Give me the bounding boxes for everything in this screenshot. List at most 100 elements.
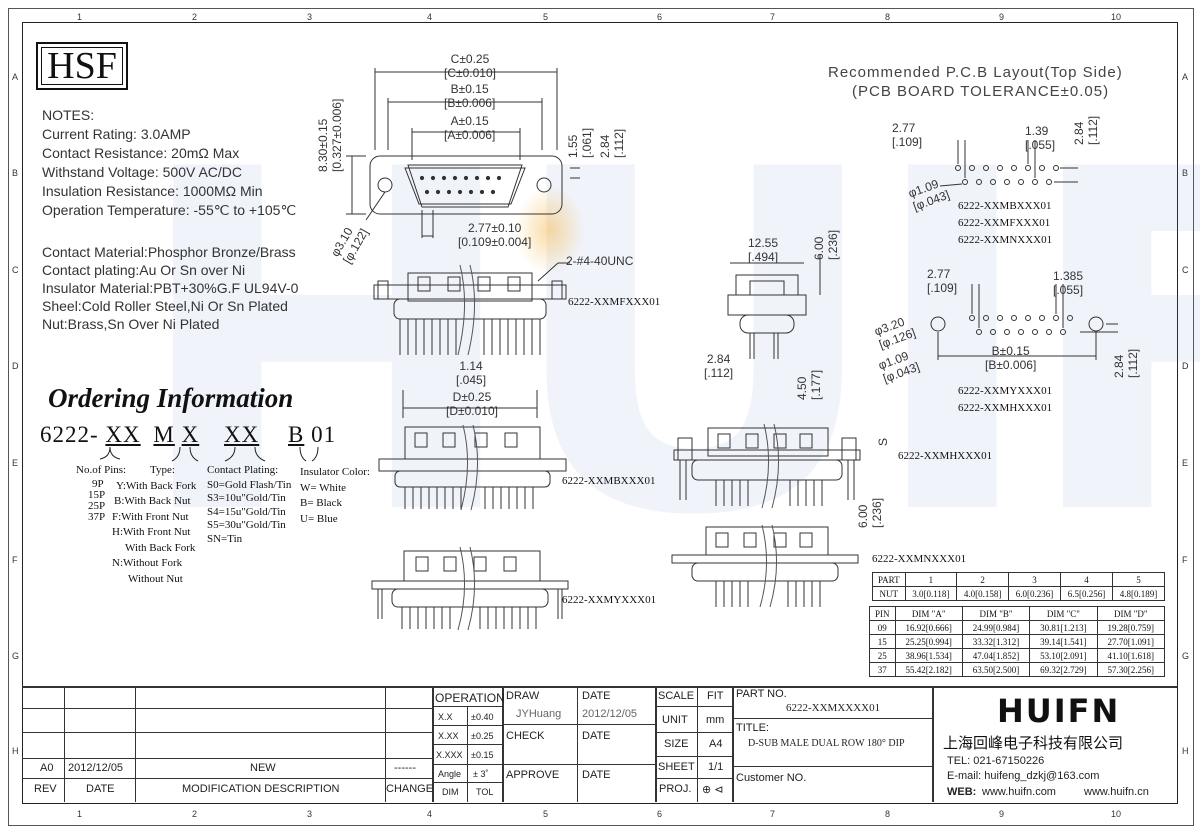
pin-cell: DIM "A" <box>894 606 963 621</box>
dim-a-mm: A±0.15 <box>450 114 489 128</box>
pin-cell: 25.25[0.994] <box>894 634 963 649</box>
pcb-277-in: [.109] <box>892 135 923 149</box>
nut-cell: 1 <box>904 572 958 587</box>
pin-option: 15P <box>88 488 106 501</box>
dim-284-in: [.112] <box>612 128 626 158</box>
dim-155: 1.55[.061] <box>566 128 594 158</box>
type-option: H:With Front Nut <box>112 526 191 538</box>
col-label: 1 <box>77 809 83 819</box>
orange-glow-mark <box>515 185 585 275</box>
pins-title: No.of Pins: <box>76 464 127 476</box>
dim-277-in: [0.109±0.004] <box>458 235 532 249</box>
nut-cell: PART <box>872 572 906 587</box>
pin-cell: 09 <box>869 620 896 635</box>
part-label-y: 6222-XXMYXXX01 <box>562 594 657 606</box>
side-view-h <box>673 423 861 509</box>
dim-d-mm: D±0.25 <box>452 390 492 404</box>
dim-277: 2.77±0.10[0.109±0.004] <box>458 221 531 249</box>
pcb-284: 2.84[.112] <box>1072 116 1100 145</box>
approve-label: APPROVE <box>506 769 560 781</box>
dim-600b: 6.00[.236] <box>856 498 884 528</box>
scale-label: SCALE <box>658 690 695 702</box>
tol-x-val: ±0.40 <box>471 712 494 722</box>
note-line: Insulation Resistance: 1000MΩ Min <box>42 183 263 199</box>
pcb2-284-mm: 2.84 <box>1112 354 1126 378</box>
pcb-list-1: 6222-XXMBXXX01 6222-XXMFXXX01 6222-XXMNX… <box>958 198 1052 249</box>
dim-450-in: [.177] <box>809 369 823 400</box>
col-label: 2 <box>192 809 198 819</box>
tol-xx-val: ±0.25 <box>471 731 494 741</box>
dim-155-in: [.061] <box>580 127 594 158</box>
dim-a-in: [A±0.006] <box>444 128 496 142</box>
pcb-subtitle: (PCB BOARD TOLERANCE±0.05) <box>852 83 1110 100</box>
unc-label: 2-#4-40UNC <box>566 254 634 268</box>
rev-change-value: ------ <box>394 762 416 774</box>
nut-cell: 4.0[0.158] <box>956 586 1010 601</box>
row-label: B <box>1182 168 1189 178</box>
sheet-value: 1/1 <box>708 761 724 773</box>
type-option: With Back Fork <box>125 541 196 554</box>
dim-155-mm: 1.55 <box>566 134 580 158</box>
row-label: C <box>1182 265 1189 275</box>
company-name: 上海回峰电子科技有限公司 <box>943 735 1124 752</box>
dim-114-in: [.045] <box>456 373 487 387</box>
color-option: U= Blue <box>300 512 338 525</box>
dim-450: 4.50[.177] <box>795 370 823 400</box>
part-label-f: 6222-XXMFXXX01 <box>568 296 661 308</box>
part-label-n: 6222-XXMNXXX01 <box>872 553 967 565</box>
rev-date-value: 2012/12/05 <box>68 762 124 774</box>
pin-cell: PIN <box>869 606 896 621</box>
pcb-277: 2.77[.109] <box>892 121 922 149</box>
plating-option: S0=Gold Flash/Tin <box>207 478 292 491</box>
color-option: B= Black <box>300 497 342 509</box>
huifn-logo: HUIFN <box>997 692 1121 730</box>
materials-block: Contact Material:Phosphor Bronze/Brass C… <box>42 243 298 333</box>
pcb2-b-mm: B±0.15 <box>991 344 1030 358</box>
note-line: Current Rating: 3.0AMP <box>42 126 191 142</box>
pcb-139: 1.39[.055] <box>1025 124 1055 152</box>
note-line: Operation Temperature: -55℃ to +105℃ <box>42 202 297 218</box>
row-label: G <box>12 651 20 661</box>
notes-title: NOTES: <box>42 107 95 123</box>
col-label: 3 <box>307 809 313 819</box>
color-column: Insulator Color: W= White B= Black U= Bl… <box>300 465 370 527</box>
operation-label: OPERATION <box>435 691 505 705</box>
plating-option: S5=30u"Gold/Tin <box>207 519 286 531</box>
pcb2-284-in: [.112] <box>1126 348 1140 378</box>
pin-cell: 25 <box>869 648 896 663</box>
nut-cell: 2 <box>956 572 1010 587</box>
side-view-y <box>371 546 569 630</box>
part-label-b: 6222-XXMBXXX01 <box>562 475 656 487</box>
col-label: 7 <box>770 12 776 22</box>
tol-xx: X.XX <box>438 731 459 741</box>
pin-cell: 55.42[2.182] <box>894 662 963 677</box>
row-label: D <box>12 361 19 371</box>
pin-cell: 19.28[0.759] <box>1096 620 1166 635</box>
size-label: SIZE <box>664 738 689 750</box>
code-pins: XX <box>105 422 141 447</box>
dim-c: C±0.25[C±0.010] <box>444 52 496 80</box>
pin-cell: 33.32[1.312] <box>961 634 1031 649</box>
col-label: 10 <box>1111 809 1122 819</box>
nut-cell: 4 <box>1060 572 1113 587</box>
row-label: F <box>12 555 18 565</box>
dim-284: 2.84[.112] <box>598 129 626 158</box>
top-view-drawing <box>346 68 580 238</box>
pcb-139-mm: 1.39 <box>1025 124 1049 138</box>
web-link-2[interactable]: www.huifn.cn <box>1084 786 1149 798</box>
col-label: 6 <box>657 12 663 22</box>
nut-cell: 4.8[0.189] <box>1111 586 1166 601</box>
pcb-list-item: 6222-XXMBXXX01 <box>958 200 1052 212</box>
order-code-brackets <box>99 446 319 462</box>
pcb-layout-2 <box>930 284 1118 360</box>
web-link-1[interactable]: www.huifn.com <box>982 786 1056 798</box>
dim-b: B±0.15[B±0.006] <box>444 82 495 110</box>
dim-label: DIM <box>442 787 459 797</box>
rev-desc-value: NEW <box>250 762 276 774</box>
plating-option: S4=15u"Gold/Tin <box>207 505 286 518</box>
pin-cell: 15 <box>869 634 896 649</box>
table-row: 15 25.25[0.994] 33.32[1.312] 39.14[1.541… <box>869 634 1166 649</box>
plating-option: SN=Tin <box>207 532 243 545</box>
code-suffix: 01 <box>311 422 337 447</box>
dim-277-mm: 2.77±0.10 <box>468 221 522 235</box>
